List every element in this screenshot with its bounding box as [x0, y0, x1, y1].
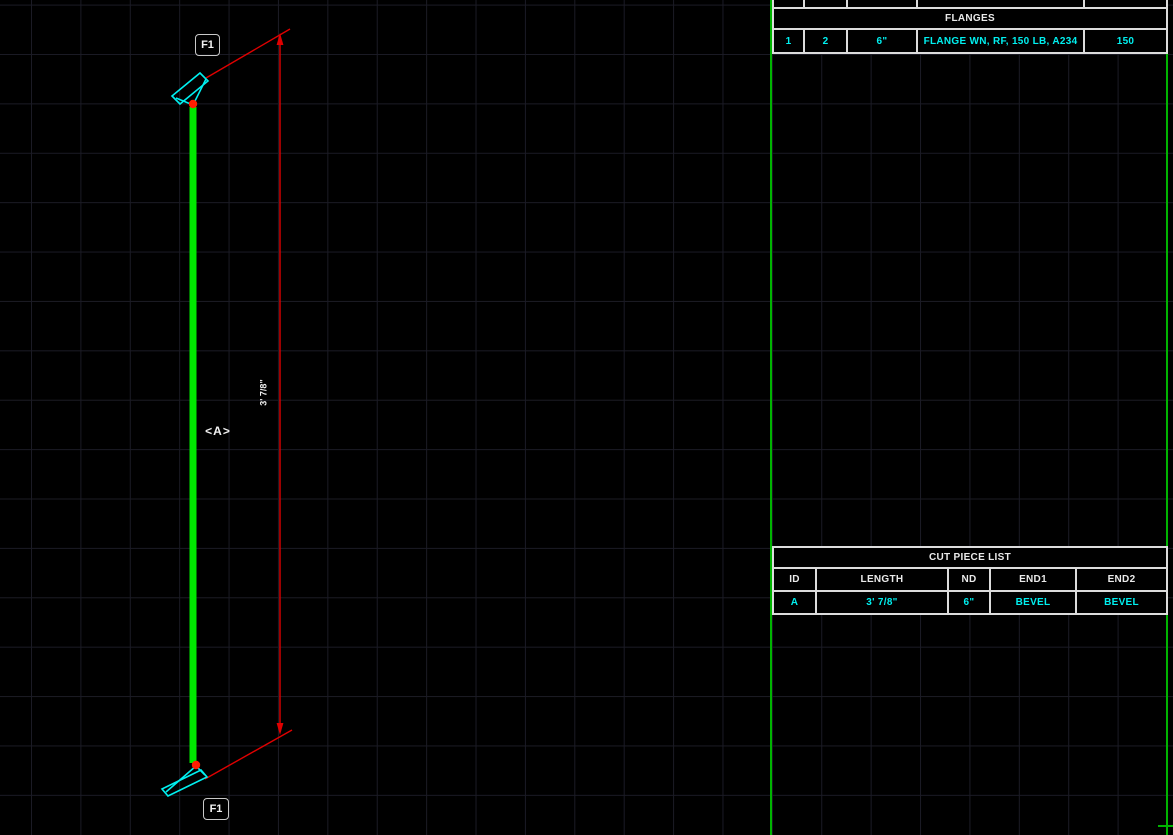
- empty-cell: [805, 0, 848, 7]
- cut-length-cell: 3' 7/8": [817, 592, 949, 613]
- flange-tag-top-label: F1: [201, 39, 214, 51]
- dimension-arrow-down-icon: [276, 723, 284, 735]
- cut-end1-cell: BEVEL: [991, 592, 1077, 613]
- empty-cell: [918, 0, 1085, 7]
- flanges-table-clipped-row: [774, 0, 1166, 9]
- col-header-id: ID: [774, 569, 817, 590]
- table-row[interactable]: 1 2 6" FLANGE WN, RF, 150 LB, A234 150: [774, 30, 1166, 52]
- pipe-id-label[interactable]: <A>: [201, 423, 235, 439]
- flanges-table-title-row: FLANGES: [774, 9, 1166, 30]
- cut-end2-cell: BEVEL: [1104, 597, 1139, 608]
- flange-tag-top[interactable]: F1: [195, 34, 220, 56]
- sheet-border-bottom-tick: [1158, 825, 1173, 827]
- flange-tag-bottom-label: F1: [209, 803, 223, 815]
- empty-cell: [848, 0, 918, 7]
- cut-id-cell: A: [774, 592, 817, 613]
- weld-point-bottom[interactable]: [191, 760, 201, 770]
- flanges-table[interactable]: FLANGES 1 2 6" FLANGE WN, RF, 150 LB, A2…: [772, 0, 1168, 54]
- col-header-nd: ND: [949, 569, 991, 590]
- flange-tag-bottom[interactable]: F1: [203, 798, 229, 820]
- flange-size-cell: 6": [848, 30, 918, 52]
- dimension-annotation[interactable]: [204, 28, 293, 780]
- dimension-text[interactable]: 3' 7/8": [258, 379, 269, 406]
- flange-description-cell: FLANGE WN, RF, 150 LB, A234: [918, 30, 1085, 52]
- dimension-leader-top[interactable]: [205, 28, 291, 79]
- pipe-id-text: <A>: [205, 424, 231, 438]
- flange-pos-cell: 1: [774, 30, 805, 52]
- col-header-end2: END2: [1107, 574, 1136, 585]
- cut-piece-list-title-row: CUT PIECE LIST: [774, 548, 1166, 569]
- sheet-border-left: [770, 0, 772, 835]
- cut-piece-list-table[interactable]: CUT PIECE LIST ID LENGTH ND END1 END2 A …: [772, 546, 1168, 615]
- empty-cell: [774, 0, 805, 7]
- col-header-length: LENGTH: [817, 569, 949, 590]
- flange-symbol-top[interactable]: [170, 71, 210, 107]
- flange-symbol-bottom[interactable]: [160, 764, 209, 797]
- cut-piece-list-title: CUT PIECE LIST: [929, 552, 1011, 563]
- cut-nd-cell: 6": [949, 592, 991, 613]
- table-row[interactable]: A 3' 7/8" 6" BEVEL BEVEL: [774, 592, 1166, 613]
- dimension-arrow-up-icon: [276, 33, 284, 45]
- cut-piece-list-header-row: ID LENGTH ND END1 END2: [774, 569, 1166, 592]
- col-header-end1: END1: [991, 569, 1077, 590]
- dimension-leader-bottom[interactable]: [204, 729, 293, 780]
- weld-point-top[interactable]: [188, 99, 198, 109]
- flanges-table-title: FLANGES: [945, 13, 995, 24]
- flange-qty-cell: 2: [805, 30, 848, 52]
- empty-cell: [1085, 0, 1166, 7]
- sheet-border-right: [1166, 0, 1168, 835]
- flange-rating-cell: 150: [1116, 35, 1135, 47]
